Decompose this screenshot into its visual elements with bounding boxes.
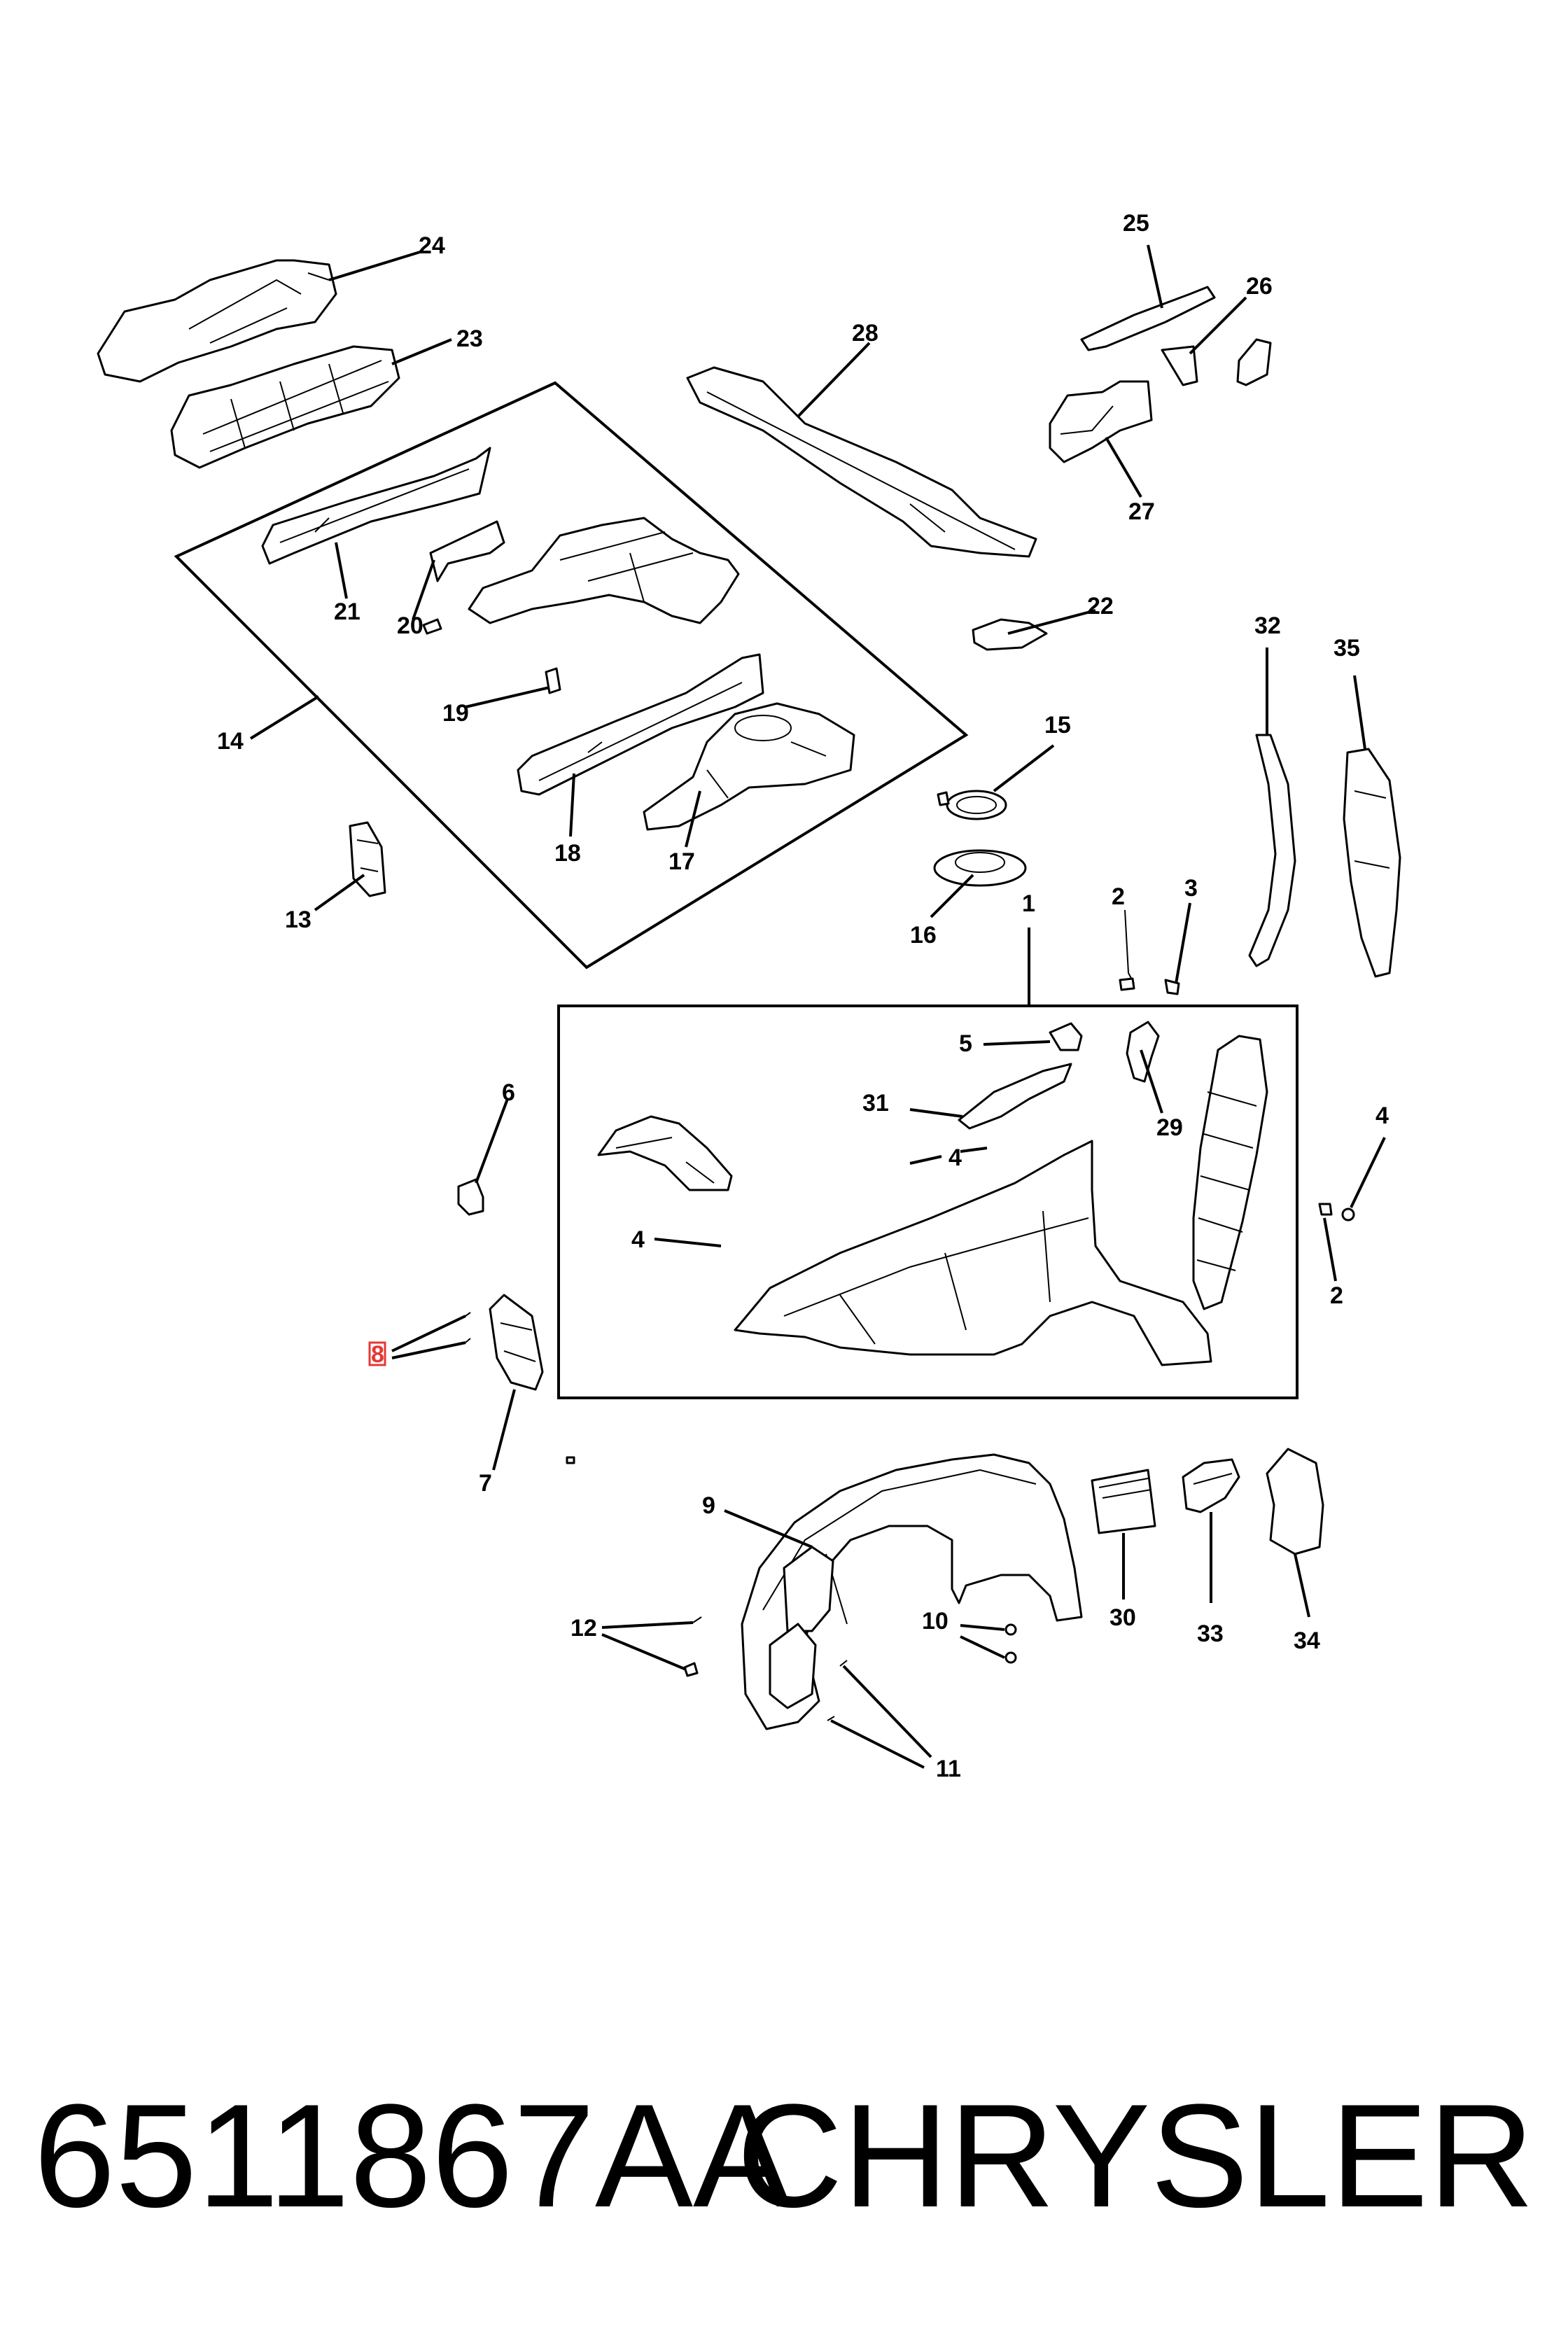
callout-25: 25 (1123, 210, 1149, 237)
part-33 (1182, 1458, 1240, 1513)
callout-7: 7 (479, 1470, 492, 1497)
callout-21: 21 (334, 598, 360, 625)
callout-22: 22 (1087, 593, 1114, 620)
callout-4-left: 4 (631, 1226, 645, 1253)
part-15 (937, 790, 1007, 820)
part-21 (261, 447, 491, 565)
callout-9: 9 (702, 1492, 715, 1519)
callout-8-highlight (368, 1341, 386, 1366)
callout-5: 5 (959, 1030, 972, 1057)
part-9 (741, 1453, 1083, 1730)
part-number: 6511867AA (34, 2073, 792, 2238)
callout-4-right: 4 (1376, 1102, 1389, 1129)
callout-26: 26 (1246, 273, 1273, 300)
part-26 (1161, 338, 1272, 386)
part-24 (97, 259, 337, 383)
brand-name: CHRYSLER (736, 2073, 1534, 2238)
part-11-fasteners (827, 1660, 848, 1721)
part-28 (686, 366, 1037, 558)
part-fender-bracket (597, 1115, 733, 1191)
part-3-clip (1164, 979, 1180, 995)
callout-33: 33 (1197, 1620, 1224, 1647)
leader-lines (249, 244, 1386, 1769)
callout-35: 35 (1334, 635, 1360, 662)
part-35 (1343, 748, 1401, 978)
callout-19: 19 (442, 700, 469, 727)
part-12-fasteners (683, 1616, 702, 1677)
part-13 (349, 821, 386, 897)
callout-18: 18 (554, 840, 581, 867)
part-19 (545, 667, 561, 694)
part-23 (170, 345, 400, 469)
callout-23: 23 (456, 326, 483, 352)
callout-29: 29 (1156, 1114, 1183, 1141)
callout-8: 8 (371, 1341, 384, 1368)
callout-15: 15 (1044, 712, 1071, 738)
part-fender (734, 1140, 1212, 1366)
part-30 (1091, 1469, 1156, 1534)
callout-11: 11 (936, 1756, 961, 1782)
part-2-clip-upper (1119, 909, 1135, 991)
part-8-screws (465, 1312, 471, 1343)
part-20 (422, 520, 505, 635)
callout-27: 27 (1128, 498, 1155, 525)
part-4-screw-right (1341, 1208, 1355, 1222)
callout-20: 20 (397, 612, 424, 639)
callout-4-mid: 4 (948, 1144, 962, 1171)
callout-10: 10 (922, 1608, 948, 1634)
callout-13: 13 (285, 906, 312, 933)
part-5 (1049, 1022, 1083, 1051)
group-14-frame (174, 381, 969, 969)
callout-2-right: 2 (1330, 1282, 1343, 1309)
part-2-clip-right (1318, 1203, 1333, 1216)
callout-31: 31 (862, 1090, 889, 1116)
part-18 (517, 653, 764, 796)
callout-34: 34 (1294, 1628, 1320, 1654)
callout-2-upper: 2 (1112, 883, 1125, 910)
callout-3: 3 (1184, 875, 1198, 902)
part-25 (1080, 286, 1216, 351)
callout-28: 28 (852, 320, 878, 346)
callout-30: 30 (1110, 1604, 1136, 1631)
part-small-nut (566, 1456, 575, 1464)
part-34 (1266, 1448, 1324, 1555)
part-31 (958, 1063, 1072, 1130)
part-17 (643, 702, 855, 831)
callout-14: 14 (217, 728, 244, 755)
part-16 (933, 849, 1027, 887)
callout-labels: 24 23 21 20 19 18 17 14 13 28 25 26 27 2… (217, 210, 1389, 1782)
callout-12: 12 (570, 1615, 597, 1642)
group-1-frame (557, 1004, 1298, 1399)
part-32 (1248, 734, 1296, 967)
callout-17: 17 (668, 848, 695, 875)
part-cowl-structure (468, 517, 740, 624)
part-fender-liner-side (1192, 1035, 1268, 1310)
callout-16: 16 (910, 922, 937, 948)
callout-32: 32 (1254, 612, 1281, 639)
callout-6: 6 (502, 1079, 515, 1106)
part-6 (457, 1178, 484, 1216)
callout-24: 24 (419, 232, 445, 259)
part-22 (972, 618, 1048, 651)
part-7 (489, 1294, 544, 1391)
callout-1: 1 (1022, 890, 1035, 917)
part-27 (1049, 380, 1153, 463)
part-10-fasteners (1004, 1623, 1017, 1664)
